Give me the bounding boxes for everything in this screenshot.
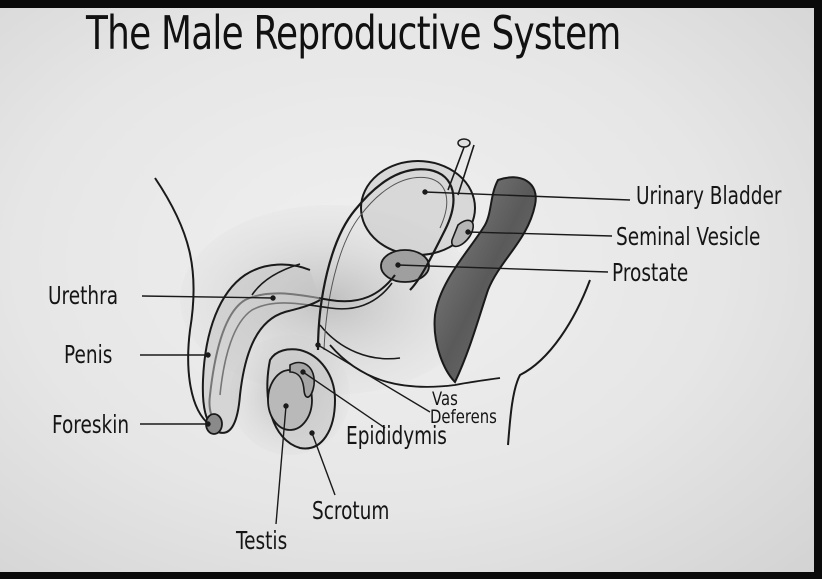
label-seminal-vesicle: Seminal Vesicle bbox=[616, 224, 760, 249]
label-scrotum: Scrotum bbox=[312, 498, 389, 523]
label-penis: Penis bbox=[64, 342, 112, 367]
label-prostate: Prostate bbox=[612, 260, 688, 285]
label-testis: Testis bbox=[236, 528, 287, 553]
body-outline-back bbox=[508, 280, 590, 445]
label-epididymis: Epididymis bbox=[346, 423, 447, 448]
label-foreskin: Foreskin bbox=[52, 412, 129, 437]
label-urethra: Urethra bbox=[48, 283, 118, 308]
label-urinary-bladder: Urinary Bladder bbox=[636, 183, 781, 208]
ureter-opening bbox=[458, 139, 470, 147]
